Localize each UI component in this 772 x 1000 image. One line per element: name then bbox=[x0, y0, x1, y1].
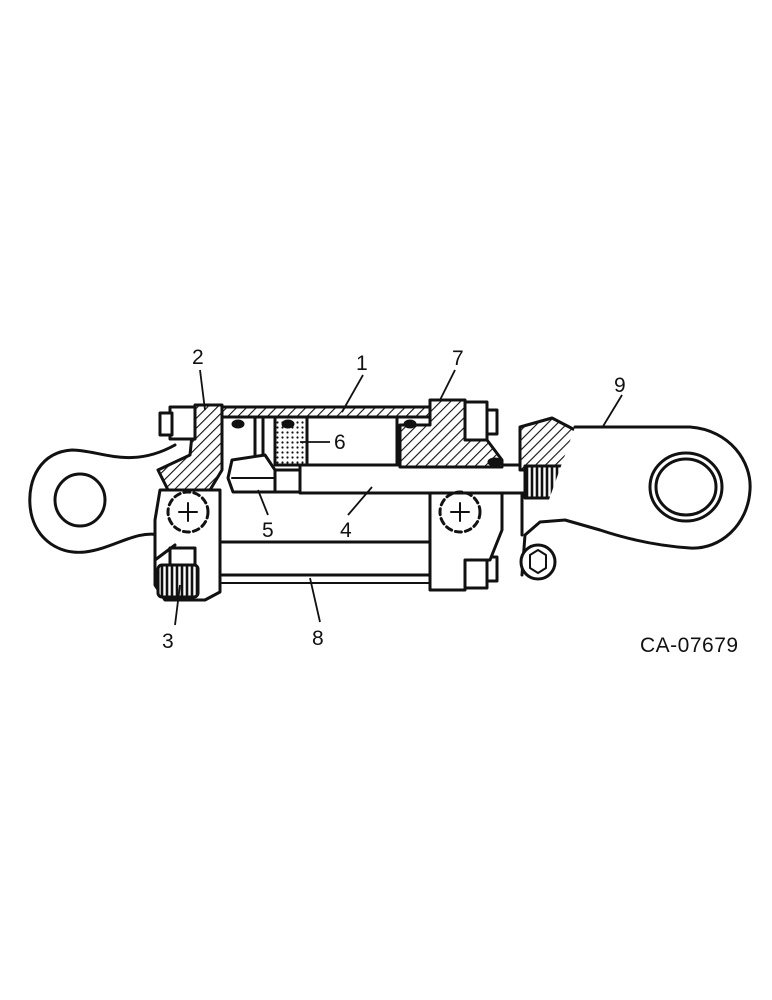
callout-8: 8 bbox=[312, 627, 324, 650]
leader-lines bbox=[174, 369, 623, 626]
base-end-eye bbox=[28, 443, 177, 554]
callout-4: 4 bbox=[340, 519, 352, 542]
piston bbox=[231, 415, 399, 472]
rod-end-cap bbox=[398, 398, 504, 592]
callout-7: 7 bbox=[452, 347, 464, 370]
reference-code: CA-07679 bbox=[640, 634, 739, 657]
tie-rod-nuts bbox=[158, 400, 499, 590]
piston-nut bbox=[226, 453, 277, 494]
callout-6: 6 bbox=[334, 431, 346, 454]
rod-end-clevis bbox=[500, 416, 752, 581]
callout-9: 9 bbox=[614, 374, 626, 397]
grease-fitting bbox=[156, 563, 200, 599]
piston-rod bbox=[273, 463, 527, 495]
callout-5: 5 bbox=[262, 519, 274, 542]
callout-3: 3 bbox=[162, 630, 174, 653]
callout-1: 1 bbox=[356, 352, 368, 375]
cylinder-drawing bbox=[28, 398, 752, 602]
callout-labels: 1 2 3 4 5 6 7 8 9 bbox=[162, 346, 626, 653]
callout-2: 2 bbox=[192, 346, 204, 369]
